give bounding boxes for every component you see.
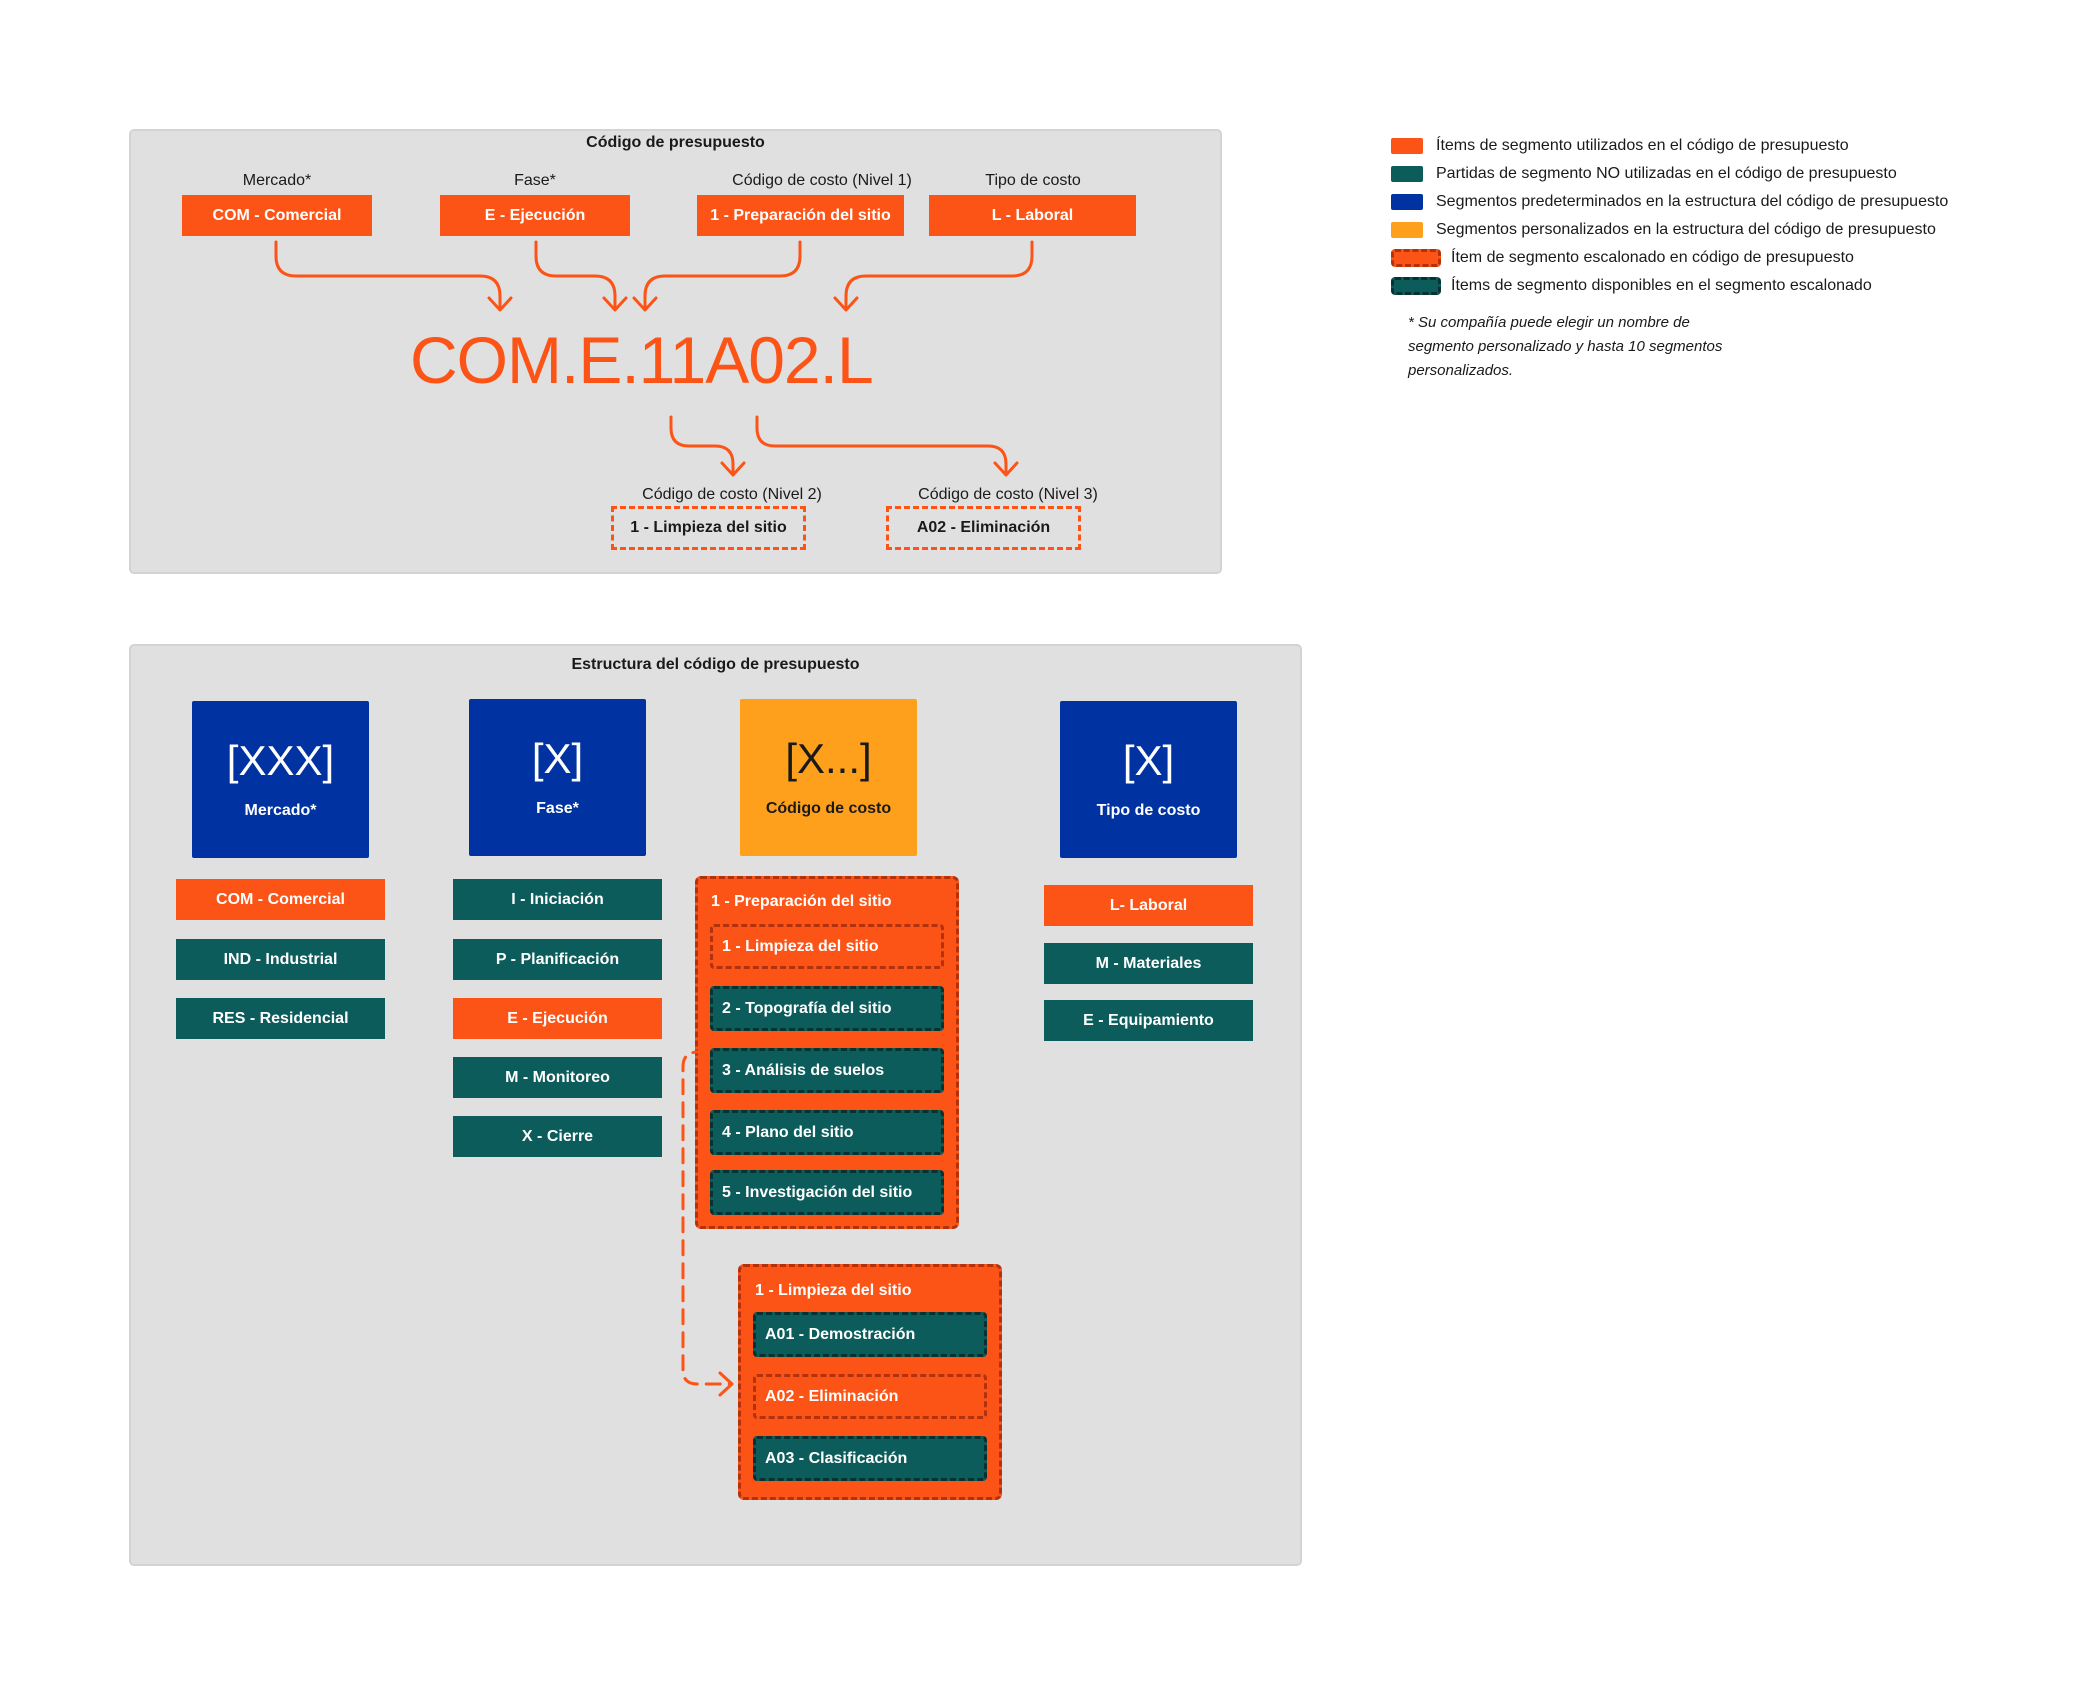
market-item: IND - Industrial [176, 939, 385, 980]
legend-item: Segmentos personalizados en la estructur… [1391, 216, 2071, 244]
legend-swatch-tiered-available [1391, 277, 1441, 295]
legend-swatch-unused [1391, 166, 1423, 182]
segment-cost-code-card: [X...] Código de costo [740, 699, 917, 856]
cost-code-level2-item: 2 - Topografía del sitio [710, 986, 944, 1031]
cost-type-item: L- Laboral [1044, 885, 1253, 926]
legend-note-line: segmento personalizado y hasta 10 segmen… [1408, 338, 1723, 355]
cost-code-level2-item: 3 - Análisis de suelos [710, 1048, 944, 1093]
legend-item: Ítem de segmento escalonado en código de… [1391, 244, 2071, 272]
budget-code-value: COM.E.11A02.L [410, 323, 874, 397]
segment-cost-code-symbol: [X...] [785, 734, 872, 782]
cost-code-l1-label: Código de costo (Nivel 1) [732, 172, 912, 189]
cost-type-item: M - Materiales [1044, 943, 1253, 984]
cost-code-level2-item: 5 - Investigación del sitio [710, 1170, 944, 1215]
phase-item: M - Monitoreo [453, 1057, 662, 1098]
market-item: COM - Comercial [176, 879, 385, 920]
cost-code-l3-chip: A02 - Eliminación [886, 506, 1081, 550]
phase-item: I - Iniciación [453, 879, 662, 920]
legend-item: Ítems de segmento disponibles en el segm… [1391, 272, 2071, 300]
phase-item: E - Ejecución [453, 998, 662, 1039]
legend-text: Ítems de segmento disponibles en el segm… [1451, 277, 1872, 294]
segment-market-name: Mercado* [244, 801, 317, 819]
cost-code-level2-item: 4 - Plano del sitio [710, 1110, 944, 1155]
legend-text: Segmentos personalizados en la estructur… [1436, 221, 1936, 238]
segment-market-symbol: [XXX] [226, 736, 335, 784]
segment-cost-type-symbol: [X] [1122, 736, 1175, 784]
market-chip: COM - Comercial [182, 195, 372, 236]
legend-item: Segmentos predeterminados en la estructu… [1391, 188, 2071, 216]
legend-swatch-used [1391, 138, 1423, 154]
legend-text: Partidas de segmento NO utilizadas en el… [1436, 165, 1897, 182]
legend-text: Ítems de segmento utilizados en el códig… [1436, 137, 1849, 154]
cost-code-level2-item: 1 - Limpieza del sitio [710, 924, 944, 969]
legend-item: Ítems de segmento utilizados en el códig… [1391, 132, 2071, 160]
segment-market-card: [XXX] Mercado* [192, 701, 369, 858]
cost-code-group-level1-title: 1 - Preparación del sitio [711, 893, 892, 910]
cost-type-chip: L - Laboral [929, 195, 1136, 236]
cost-code-l1-chip: 1 - Preparación del sitio [697, 195, 904, 236]
market-label: Mercado* [242, 172, 312, 189]
legend-item: Partidas de segmento NO utilizadas en el… [1391, 160, 2071, 188]
budget-code-title: Código de presupuesto [586, 134, 765, 151]
legend-note-line: personalizados. [1408, 362, 1514, 379]
phase-label: Fase* [514, 172, 556, 189]
segment-cost-code-name: Código de costo [765, 799, 892, 817]
cost-type-item: E - Equipamiento [1044, 1000, 1253, 1041]
structure-title: Estructura del código de presupuesto [571, 656, 860, 673]
cost-code-level3-item: A03 - Clasificación [753, 1436, 987, 1481]
cost-code-level3-item: A02 - Eliminación [753, 1374, 987, 1419]
legend: Ítems de segmento utilizados en el códig… [1391, 132, 2071, 300]
cost-code-l2-label: Código de costo (Nivel 2) [642, 486, 822, 503]
legend-text: Segmentos predeterminados en la estructu… [1436, 193, 1949, 210]
legend-swatch-custom [1391, 222, 1423, 238]
legend-note: * Su compañía puede elegir un nombre de … [1408, 311, 1828, 383]
legend-note-line: * Su compañía puede elegir un nombre de [1408, 314, 1690, 331]
legend-swatch-tiered-used [1391, 249, 1441, 267]
cost-code-l2-chip: 1 - Limpieza del sitio [611, 506, 806, 550]
phase-chip: E - Ejecución [440, 195, 630, 236]
phase-item: X - Cierre [453, 1116, 662, 1157]
segment-cost-type-name: Tipo de costo [1096, 801, 1201, 819]
legend-text: Ítem de segmento escalonado en código de… [1451, 249, 1854, 266]
segment-cost-type-card: [X] Tipo de costo [1060, 701, 1237, 858]
cost-code-l3-label: Código de costo (Nivel 3) [918, 486, 1098, 503]
market-item: RES - Residencial [176, 998, 385, 1039]
cost-code-level3-item: A01 - Demostración [753, 1312, 987, 1357]
segment-phase-card: [X] Fase* [469, 699, 646, 856]
segment-phase-name: Fase* [536, 799, 579, 817]
cost-code-group-level2-title: 1 - Limpieza del sitio [755, 1282, 912, 1299]
cost-type-label: Tipo de costo [985, 172, 1081, 189]
legend-swatch-default [1391, 194, 1423, 210]
segment-phase-symbol: [X] [531, 734, 584, 782]
phase-item: P - Planificación [453, 939, 662, 980]
